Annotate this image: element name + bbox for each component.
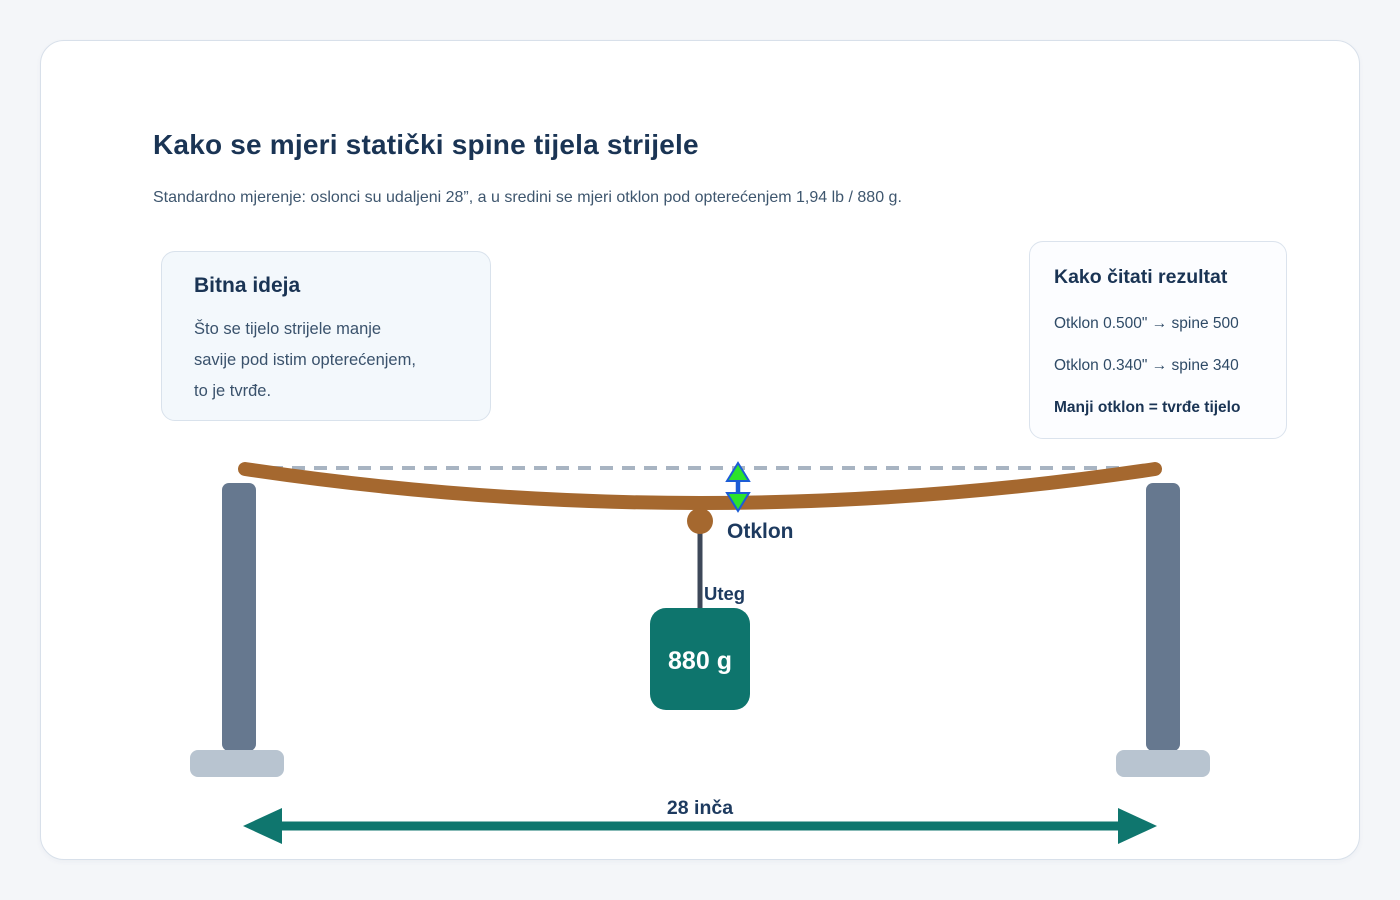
deflection-arrow-icon: [725, 461, 751, 513]
result-box-title: Kako čitati rezultat: [1054, 266, 1228, 288]
idea-box: Bitna ideja Što se tijelo strijele manje…: [161, 251, 491, 421]
pivot-dot: [687, 508, 713, 534]
arrow-shaft: [238, 462, 1162, 510]
deflection-label: Otklon: [727, 520, 794, 543]
page-subtitle: Standardno mjerenje: oslonci su udaljeni…: [153, 189, 902, 206]
weight-block: [650, 608, 750, 710]
idea-box-line: savije pod istim opterećenjem,: [194, 351, 416, 369]
support-post-left: [222, 483, 256, 751]
idea-box-line: Što se tijelo strijele manje: [194, 320, 382, 338]
idea-box-line: to je tvrđe.: [194, 382, 272, 400]
idea-box-title: Bitna ideja: [194, 274, 301, 297]
result-box-line: Otklon 0.500" → spine 500: [1054, 315, 1239, 332]
span-label: 28 inča: [667, 797, 733, 819]
span-arrow-icon: [243, 808, 1157, 844]
post-base-left: [190, 750, 284, 777]
main-card: Kako se mjeri statički spine tijela stri…: [40, 40, 1360, 860]
result-box-bold-line: Manji otklon = tvrđe tijelo: [1054, 399, 1241, 416]
string-label: Uteg: [704, 583, 745, 604]
support-post-right: [1146, 483, 1180, 751]
post-base-right: [1116, 750, 1210, 777]
result-box: Kako čitati rezultat Otklon 0.500" → spi…: [1029, 241, 1287, 439]
result-box-line: Otklon 0.340" → spine 340: [1054, 357, 1239, 374]
spine-measurement-diagram: Otklon Uteg 880 g 28 inča: [190, 461, 1210, 844]
weight-label: 880 g: [668, 647, 732, 675]
page-title: Kako se mjeri statički spine tijela stri…: [153, 129, 699, 160]
